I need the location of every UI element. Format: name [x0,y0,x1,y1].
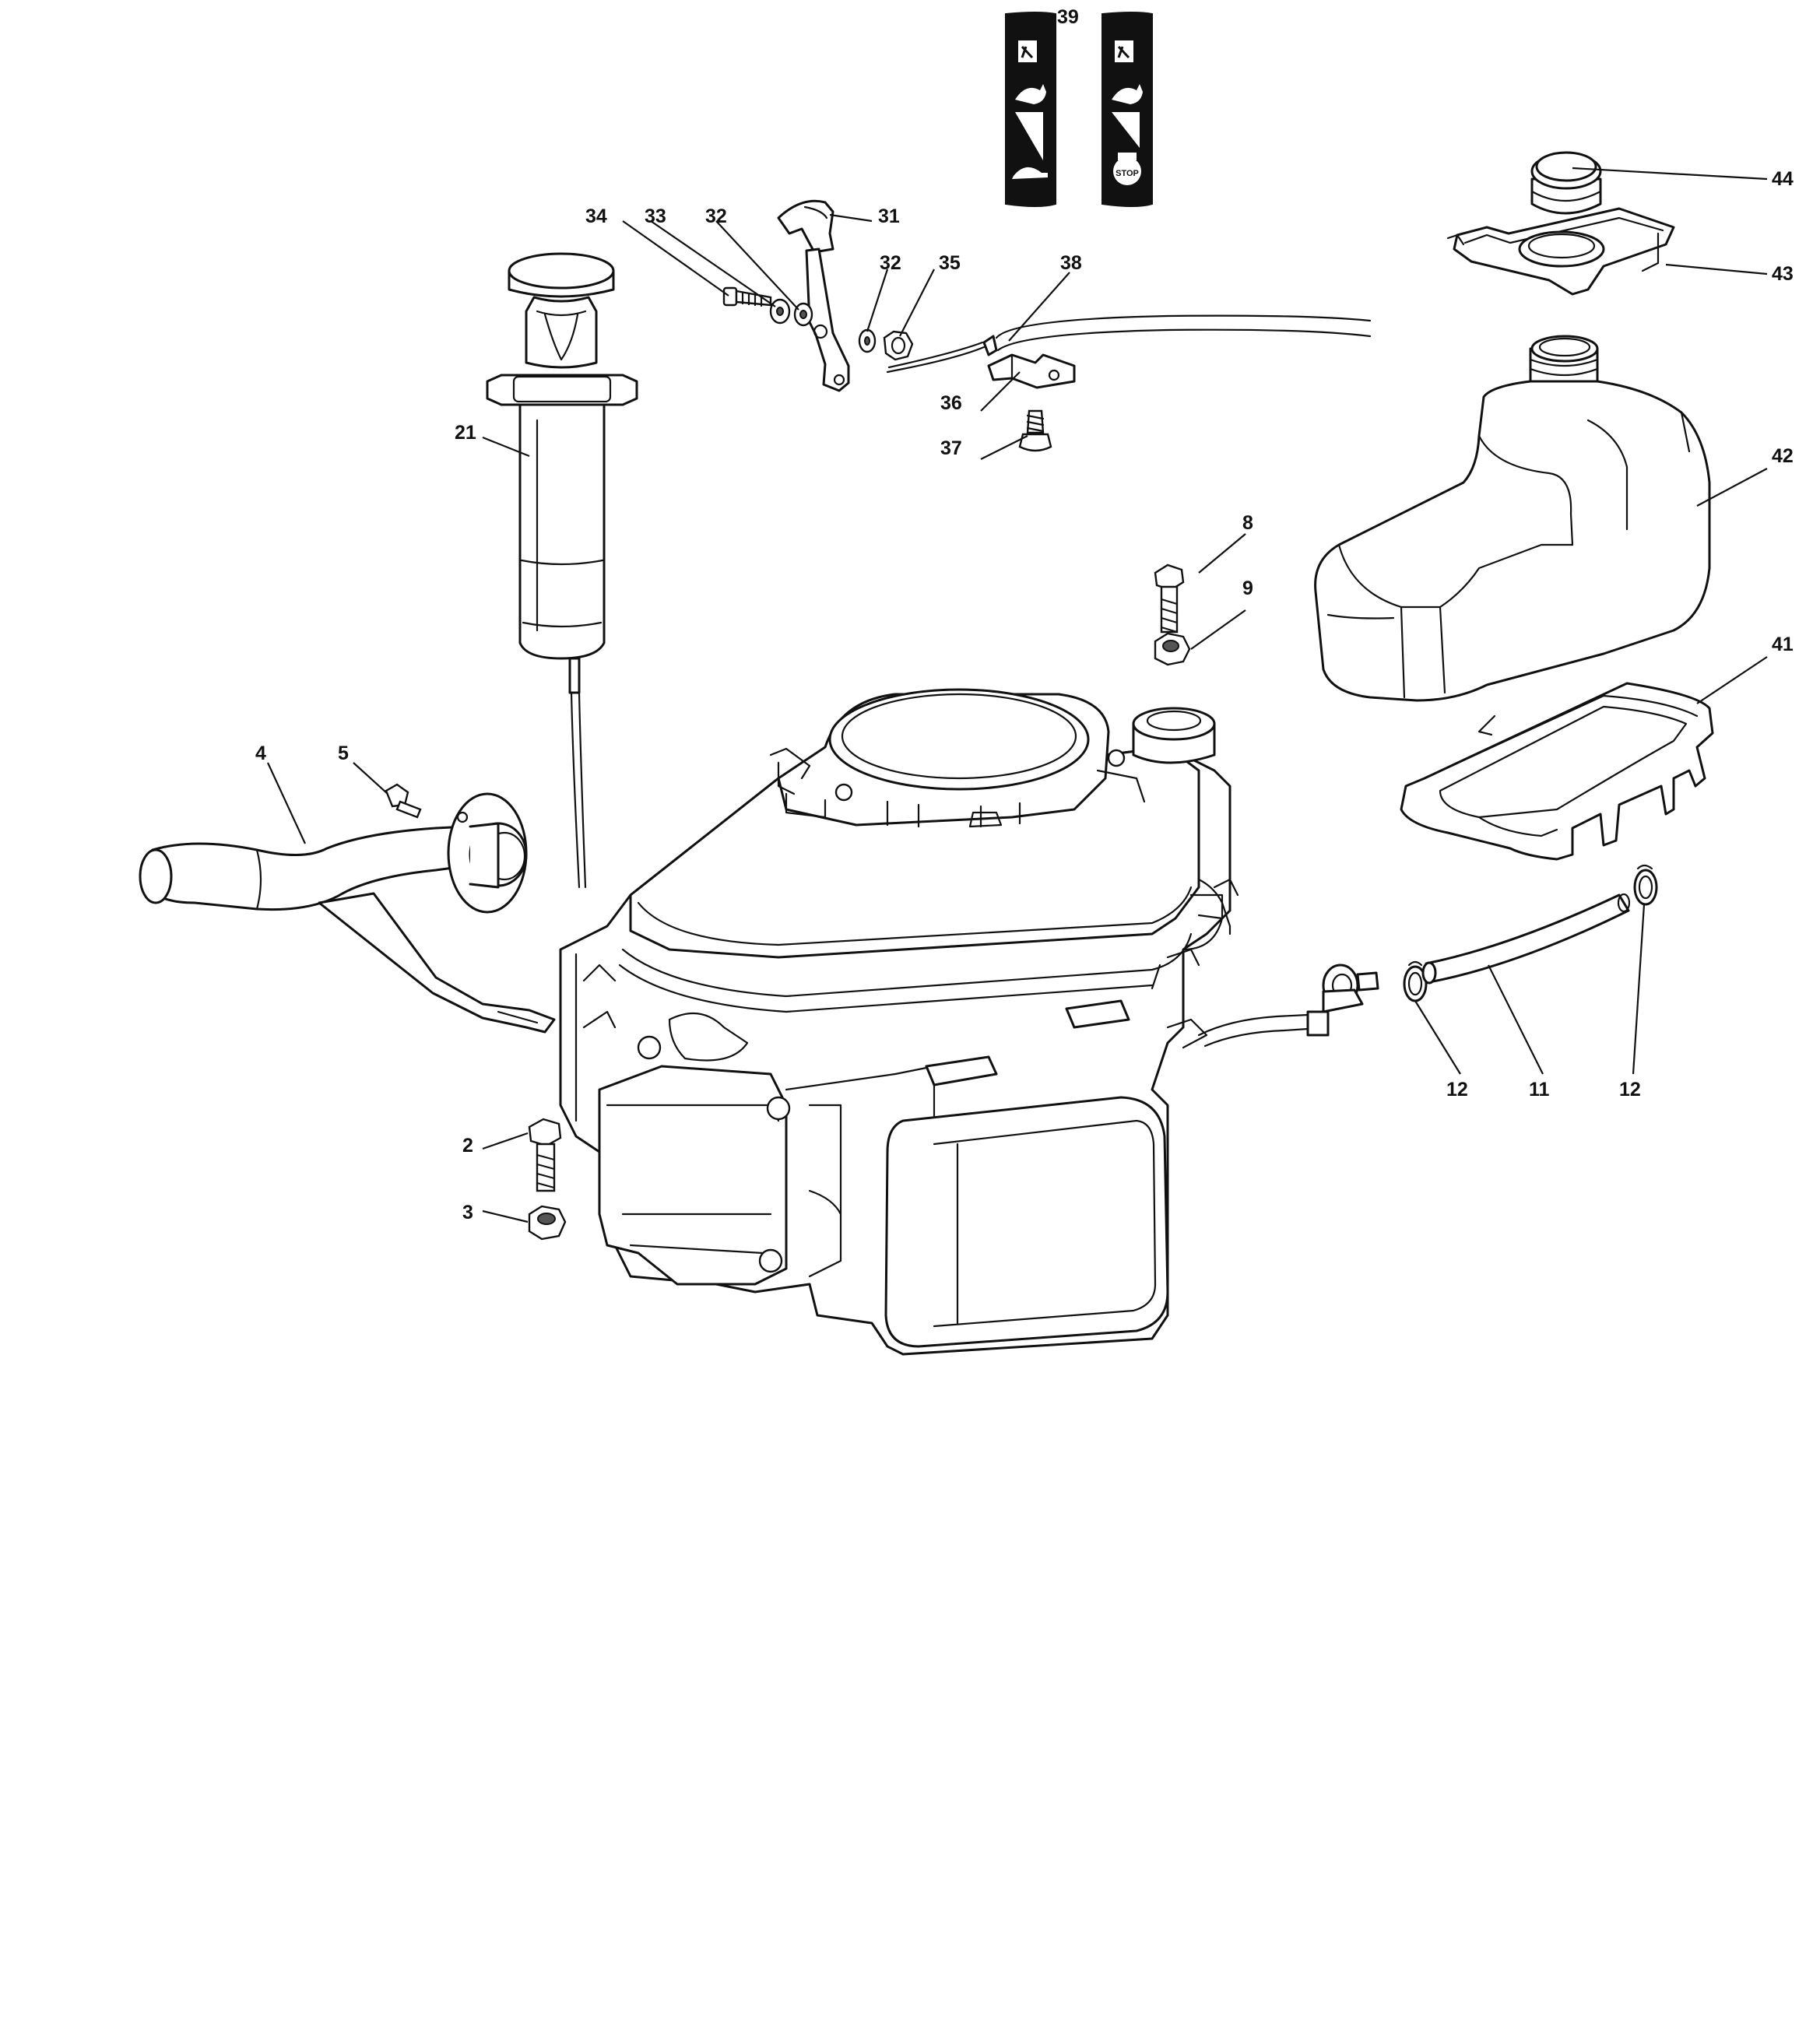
throttle-wedge-icon [1112,112,1140,148]
stop-icon: STOP [1116,169,1139,178]
washer-32b [858,328,877,353]
callout-4: 4 [255,742,266,764]
callout-12a: 12 [1446,1079,1468,1100]
washer-33 [769,298,791,325]
throttle-decal-a [1005,12,1056,207]
bolt-2 [528,1118,562,1192]
turtle-icon [1012,167,1048,179]
rabbit-icon [1112,84,1143,104]
nut-9 [1154,632,1191,666]
callout-11: 11 [1529,1079,1550,1100]
callout-32b: 32 [880,252,901,274]
tank-shield [1446,207,1675,296]
callout-3: 3 [462,1202,473,1223]
callout-12b: 12 [1619,1079,1641,1100]
throttle-lever [777,199,850,392]
rabbit-icon [1015,84,1046,104]
fuel-filter [1306,964,1379,1037]
callout-5: 5 [338,742,349,764]
callout-9: 9 [1242,577,1253,599]
callout-41: 41 [1772,634,1794,655]
throttle-cable [886,314,1372,374]
callout-32a: 32 [705,205,727,227]
callout-21: 21 [455,422,476,444]
screw-34 [722,286,772,307]
screw-37 [1018,409,1052,452]
throttle-wedge-icon [1015,112,1043,160]
callout-35: 35 [939,252,961,274]
screw-5 [385,783,422,819]
callout-37: 37 [940,437,962,459]
callout-36: 36 [940,392,962,414]
nut-3 [528,1205,567,1241]
callout-39: 39 [1057,6,1079,28]
callout-43: 43 [1772,263,1794,285]
callout-42: 42 [1772,445,1794,467]
fuel-cap [1530,151,1602,215]
engine [559,688,1309,1356]
exhaust-flange [447,792,528,914]
fuel-hose [1421,893,1631,985]
washer-32a [793,302,813,327]
callout-38: 38 [1060,252,1082,274]
nut-35 [883,330,914,361]
callout-44: 44 [1772,168,1794,190]
oil-syringe [486,252,638,889]
callout-33: 33 [645,205,666,227]
callout-31: 31 [878,205,900,227]
cable-clamp [987,353,1076,389]
callout-34: 34 [585,205,607,227]
throttle-decal-b: STOP [1101,12,1153,207]
tank-tray [1400,682,1714,861]
fuel-tank [1314,335,1711,702]
hose-clamp-12a [1403,960,1428,1002]
leader-lines [267,167,1768,1223]
hose-clamp-12b [1633,864,1658,906]
bolt-8 [1154,563,1185,634]
exhaust-pipe [139,825,556,1034]
callout-2: 2 [462,1135,473,1157]
callout-8: 8 [1242,512,1253,534]
callout-labels: 39 44 43 34 33 32 31 32 35 38 36 37 21 4… [255,6,1794,1223]
